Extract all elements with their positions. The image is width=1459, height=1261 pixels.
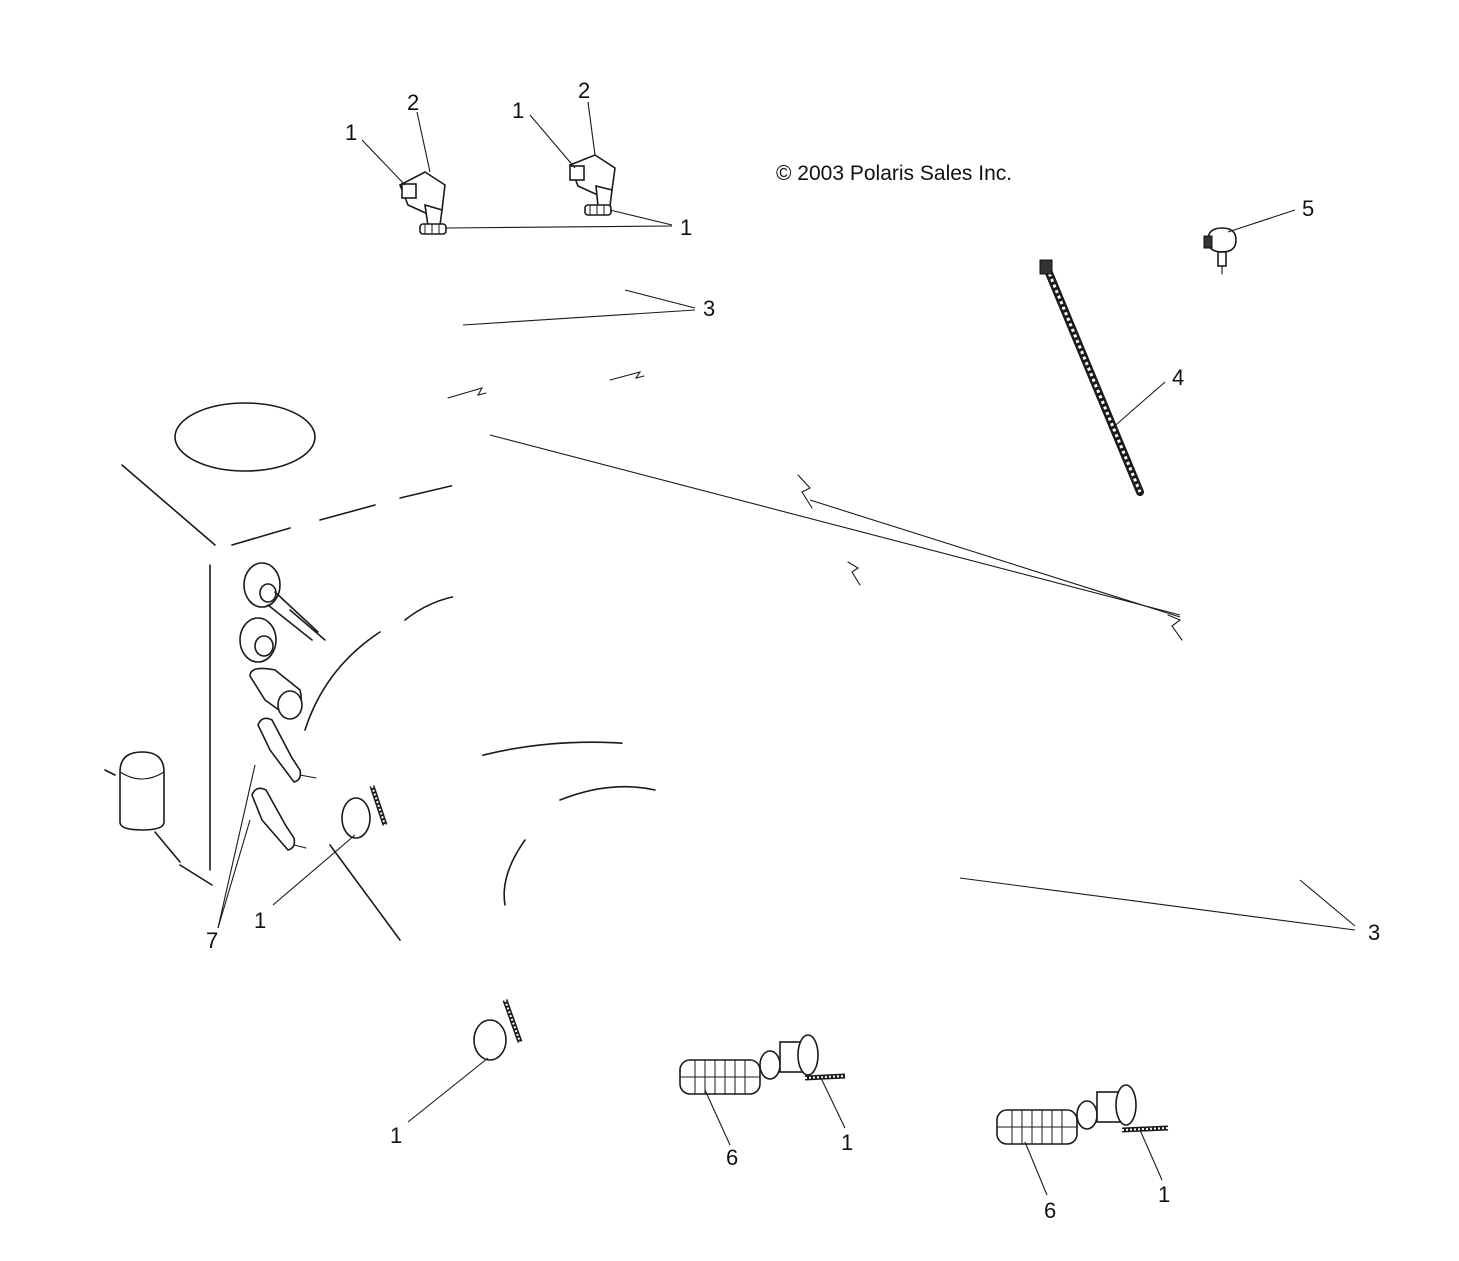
callout-1-clamps-upper: 1 — [680, 215, 692, 240]
hose-b — [498, 158, 642, 395]
callout-3-upper: 3 — [703, 296, 715, 321]
callout-1-filter-left: 1 — [841, 1130, 853, 1155]
hose-g — [801, 556, 966, 1069]
datum-line-b — [809, 499, 1181, 618]
hose-clamp-upper-left — [419, 223, 447, 235]
fuel-filter-2 — [996, 1084, 1169, 1145]
copyright-text: © 2003 Polaris Sales Inc. — [776, 162, 1012, 185]
hose-clamp-upper-right — [584, 204, 612, 216]
callout-2-right: 2 — [578, 78, 590, 103]
cup-fitting — [119, 751, 165, 831]
callout-1-bottom: 1 — [390, 1123, 402, 1148]
hose-a2 — [418, 208, 475, 389]
datum-line-a — [489, 434, 1181, 616]
leader-lines — [217, 101, 1356, 1196]
callout-5: 5 — [1302, 196, 1314, 221]
callout-3-lower: 3 — [1368, 920, 1380, 945]
callout-1-top-left: 1 — [345, 120, 357, 145]
hose-e — [610, 362, 659, 763]
hose-f — [477, 872, 630, 1116]
hose-clamp-bottom — [473, 999, 523, 1061]
callout-7: 7 — [206, 928, 218, 953]
callout-6-right: 6 — [1044, 1198, 1056, 1223]
callout-1-left-lower: 1 — [254, 908, 266, 933]
callout-4: 4 — [1172, 365, 1184, 390]
hose-b2 — [583, 198, 639, 357]
tank-outline — [104, 402, 656, 941]
hose-break-marks — [447, 371, 1183, 641]
elbow-fitting-right — [568, 154, 616, 207]
fuel-filter-1 — [679, 1034, 846, 1095]
hose-h — [1116, 611, 1302, 1129]
tank-fittings — [239, 562, 319, 851]
callout-1-top-middle: 1 — [512, 98, 524, 123]
hose-clamp-left-lower — [341, 785, 388, 839]
hose-c — [672, 437, 823, 508]
callout-6-left: 6 — [726, 1145, 738, 1170]
hose-d — [342, 382, 489, 871]
cable-tie — [1039, 259, 1144, 496]
hose-a — [321, 173, 472, 415]
callout-1-filter-right: 1 — [1158, 1182, 1170, 1207]
callout-2-left: 2 — [407, 90, 419, 115]
tie-clip — [1203, 227, 1237, 275]
